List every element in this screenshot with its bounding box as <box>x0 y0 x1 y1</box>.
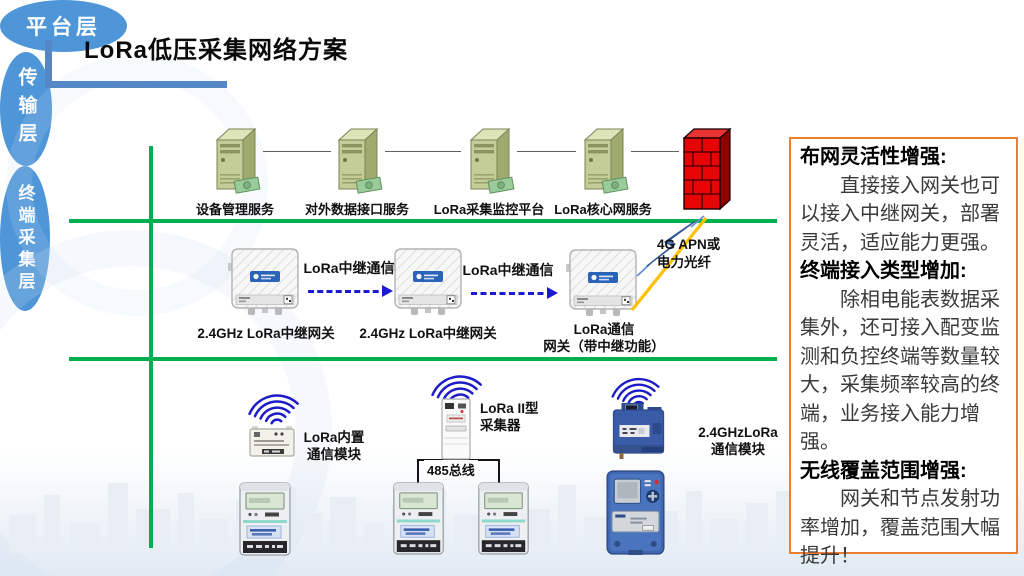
server-node: LoRa采集监控平台 <box>424 126 554 218</box>
layer-bubble-terminal: 终端采集层 <box>0 166 50 311</box>
server-node: LoRa核心网服务 <box>538 126 668 218</box>
gateway-label: 2.4GHz LoRa中继网关 <box>197 326 335 341</box>
relay-dashed-arrow <box>308 285 393 297</box>
layer-bubble-transport: 传输层 <box>0 52 52 166</box>
server-icon <box>583 127 629 194</box>
layer-label: 终端采集层 <box>15 183 35 294</box>
lora-din-module-icon <box>249 426 295 457</box>
relay-link-label: LoRa中继通信 <box>462 262 554 278</box>
firewall-icon <box>682 127 732 211</box>
server-label: LoRa核心网服务 <box>554 202 652 217</box>
terminal-label-line2: 采集器 <box>480 418 521 433</box>
server-label: 对外数据接口服务 <box>304 202 409 217</box>
notes-body: 网关和节点发射功率增加，覆盖范围大幅提升！ <box>800 488 1000 567</box>
server-link-line <box>385 151 461 152</box>
uplink-label: 4G APN或 电力光纤 <box>657 236 767 271</box>
layer-label: 传输层 <box>15 67 37 151</box>
notes-panel: 布网灵活性增强: 直接接入网关也可以接入中继网关，部署灵活，适应能力更强。 终端… <box>789 137 1018 567</box>
notes-section: 无线覆盖范围增强: 网关和节点发射功率增加，覆盖范围大幅提升！ <box>800 457 1007 571</box>
server-icon <box>337 127 383 194</box>
server-link-line <box>631 151 679 152</box>
server-label: LoRa采集监控平台 <box>433 202 545 217</box>
layer-divider-horizontal-1 <box>69 219 777 223</box>
terminal-label-line1: 2.4GHzLoRa <box>698 425 778 440</box>
notes-heading: 终端接入类型增加: <box>800 260 967 282</box>
layer-label: 平台层 <box>26 16 101 39</box>
server-link-line <box>263 151 331 152</box>
lora-comm-gateway-icon <box>566 249 637 316</box>
notes-section: 布网灵活性增强: 直接接入网关也可以接入中继网关，部署灵活，适应能力更强。 <box>800 143 1007 257</box>
rs485-bus-label: 485总线 <box>424 460 478 479</box>
title-bracket-vertical <box>45 40 52 87</box>
server-link-line <box>517 151 576 152</box>
server-node: 设备管理服务 <box>170 126 300 218</box>
layer-bubble-platform: 平台层 <box>0 0 127 52</box>
lora-collector-icon <box>441 398 471 460</box>
lora-relay-gateway-icon <box>228 248 299 315</box>
energy-meter-icon <box>478 482 529 555</box>
notes-body: 直接接入网关也可以接入中继网关，部署灵活，适应能力更强。 <box>800 174 1000 254</box>
notes-body: 除相电能表数据采集外，还可接入配变监测和负控终端等数量较大，采集频率较高的终端，… <box>800 288 1000 454</box>
terminal-label-line2: 通信模块 <box>711 442 765 457</box>
lora-relay-gateway-icon <box>391 248 462 315</box>
energy-meter-icon <box>239 482 291 556</box>
server-icon <box>469 127 515 194</box>
blue-meter-icon <box>606 470 665 555</box>
relay-link-label: LoRa中继通信 <box>303 260 395 276</box>
energy-meter-icon <box>393 482 444 555</box>
gateway-label-line2: 网关（带中继功能） <box>543 338 665 354</box>
notes-heading: 布网灵活性增强: <box>800 146 947 168</box>
terminal-label: LoRa II型 采集器 <box>480 400 560 434</box>
layer-divider-horizontal-2 <box>69 357 777 361</box>
terminal-label-line2: 通信模块 <box>307 447 361 462</box>
server-icon <box>215 127 261 194</box>
gateway-label: 2.4GHz LoRa中继网关 <box>359 326 497 341</box>
terminal-label: LoRa内置 通信模块 <box>296 429 372 463</box>
lora-24ghz-module-icon <box>612 403 665 459</box>
uplink-label-line2: 电力光纤 <box>657 254 711 270</box>
relay-dashed-arrow <box>471 287 558 299</box>
server-node: 对外数据接口服务 <box>292 126 422 218</box>
terminal-label-line1: LoRa II型 <box>480 401 539 416</box>
terminal-label: 2.4GHzLoRa 通信模块 <box>690 424 786 458</box>
uplink-label-line1: 4G APN或 <box>657 237 721 252</box>
terminal-label-line1: LoRa内置 <box>303 430 365 445</box>
uplink-lightning-icon <box>630 215 708 312</box>
gateway-label-line1: LoRa通信 <box>573 322 635 337</box>
title-bracket-horizontal <box>45 81 227 88</box>
gateway-label: LoRa通信 网关（带中继功能） <box>519 322 689 355</box>
notes-section: 终端接入类型增加: 除相电能表数据采集外，还可接入配变监测和负控终端等数量较大，… <box>800 257 1007 457</box>
notes-heading: 无线覆盖范围增强: <box>800 459 967 482</box>
server-label: 设备管理服务 <box>195 202 274 217</box>
page-title: LoRa低压采集网络方案 <box>84 37 348 64</box>
wifi-signal-icon <box>248 394 299 425</box>
layer-divider-vertical <box>149 146 153 548</box>
